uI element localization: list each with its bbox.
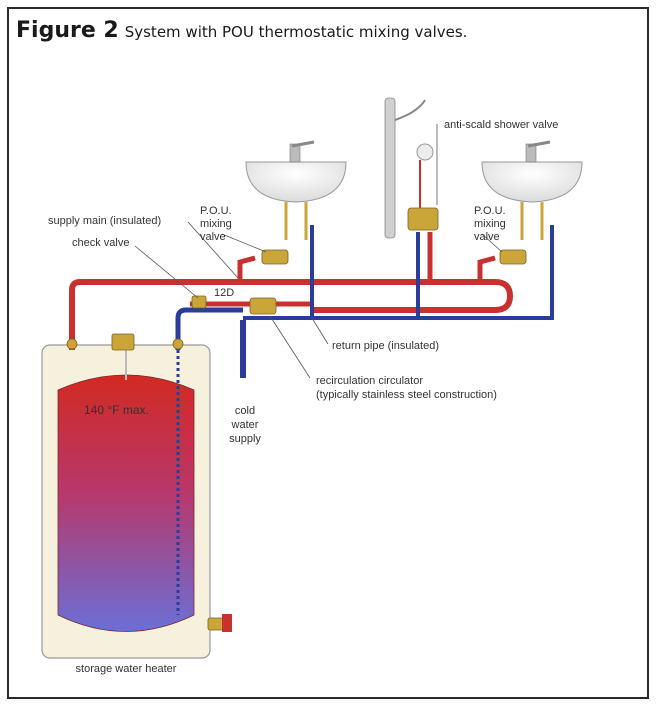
drain-handle [222,614,232,632]
label-pou-left-3: valve [200,231,226,243]
label-pou-left-2: mixing [200,218,232,230]
figure-title: Figure 2 System with POU thermostatic mix… [16,18,467,43]
label-pou-left-1: P.O.U. [200,205,232,217]
label-cold-3: supply [229,433,261,445]
figure-number: Figure 2 [16,18,119,43]
label-anti-scald: anti-scald shower valve [444,119,558,131]
leader-pou-left [221,233,267,253]
label-check-valve: check valve [72,237,129,249]
recirculation-circulator [249,297,277,315]
return-pipe [175,307,243,350]
leader-recirc [269,315,311,379]
hot-supply-main [69,279,514,350]
label-pou-right-2: mixing [474,218,506,230]
cold-inlet-fitting [172,338,184,350]
label-recirc-2: (typically stainless steel construction) [316,389,497,401]
pou-valve-left [261,249,289,265]
leader-supply-main [187,221,239,279]
label-return-pipe: return pipe (insulated) [332,340,439,352]
check-valve [191,295,207,309]
label-recirc-1: recirculation circulator [316,375,423,387]
label-12d: 12D [214,287,234,299]
storage-water-heater [41,340,211,659]
heater-tank [57,374,195,632]
shower-dial [416,143,434,161]
anti-scald-valve-body [407,207,439,231]
label-temperature: 140 °F max. [84,403,149,417]
label-pou-right-1: P.O.U. [474,205,506,217]
leader-return-pipe [311,317,329,345]
hot-outlet-fitting [66,338,78,350]
label-pou-right-3: valve [474,231,500,243]
shower-rail [384,97,396,239]
label-cold-1: cold [235,405,255,417]
shower [384,97,439,239]
leader-check-valve [134,245,199,299]
label-heater: storage water heater [76,663,177,675]
sink-left [245,140,347,240]
cold-main [243,225,554,320]
leader-pou-right [481,233,503,253]
label-supply-main: supply main (insulated) [48,215,161,227]
heater-thermostat [111,333,135,351]
pou-valve-right [499,249,527,265]
sink-right [481,140,583,240]
hot-branch-right [477,255,496,282]
hot-branch-left [237,255,256,282]
label-cold-2: water [231,419,259,431]
figure-caption: System with POU thermostatic mixing valv… [124,23,468,41]
fittings [66,249,527,631]
